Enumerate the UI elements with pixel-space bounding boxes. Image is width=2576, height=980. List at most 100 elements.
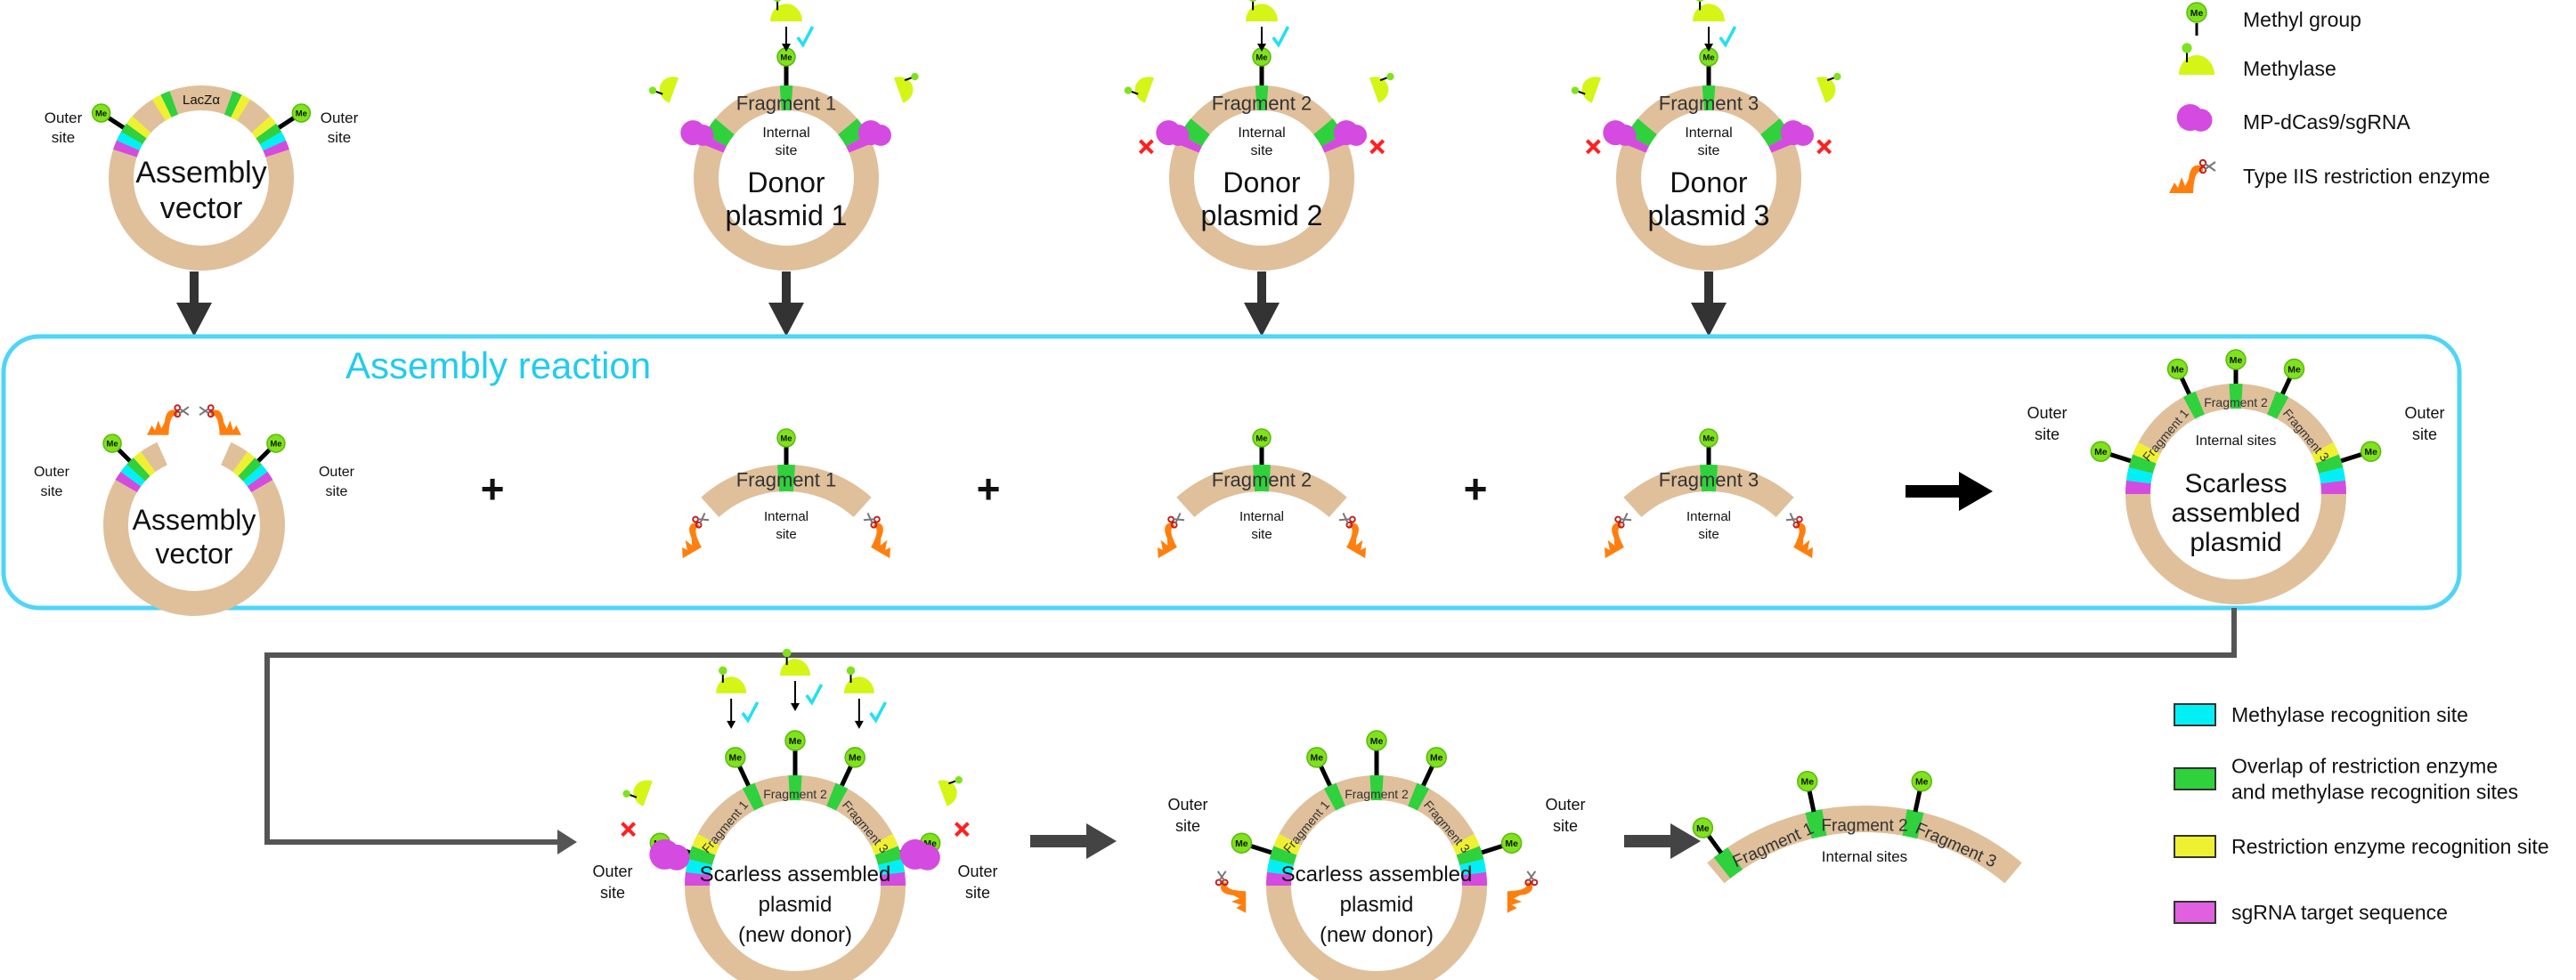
methyl-label: Me xyxy=(789,737,802,747)
dcas9-lobe xyxy=(1614,125,1637,146)
scissors-ring xyxy=(174,404,182,412)
legend-label: MP-dCas9/sgRNA xyxy=(2243,110,2411,134)
checkmark-icon xyxy=(796,26,815,48)
type-iis-enzyme-icon xyxy=(1507,871,1539,913)
methylase-icon xyxy=(1246,0,1278,21)
methyl-label: Me xyxy=(780,53,792,63)
methylase-icon xyxy=(622,780,653,806)
methyl-label: Me xyxy=(1370,737,1384,747)
site-band xyxy=(1266,871,1292,887)
methyl-label: Me xyxy=(270,440,281,450)
methyl-label: Me xyxy=(1255,434,1267,444)
x-stroke xyxy=(1138,139,1154,155)
methylase-body xyxy=(716,676,747,693)
methylase-body xyxy=(1816,77,1836,103)
site-band xyxy=(704,118,735,147)
methylase-body xyxy=(770,4,802,21)
outer-site-label: Outer xyxy=(1167,796,1207,814)
methyl-circle xyxy=(1231,832,1253,854)
scissors-icon xyxy=(1338,512,1356,529)
site-band xyxy=(232,451,256,477)
internal-site-label: site xyxy=(776,527,796,542)
methyl-stick xyxy=(115,446,132,463)
site-band xyxy=(2125,480,2151,495)
plasmid-title: vector xyxy=(160,191,243,225)
site-band xyxy=(247,472,273,493)
scissors-ring xyxy=(207,404,215,412)
methylase-body xyxy=(1134,77,1155,103)
site-band xyxy=(1408,782,1430,811)
legend-swatch xyxy=(2174,901,2216,924)
legend-swatch xyxy=(2174,835,2216,858)
scissors-ring xyxy=(1221,879,1229,887)
methylase-me xyxy=(1124,86,1133,94)
reaction-title: Assembly reaction xyxy=(345,344,651,386)
site-band xyxy=(116,132,143,151)
methyl-group-icon: Me xyxy=(784,730,806,751)
fragment-label: Fragment 2 xyxy=(1212,93,1312,115)
site-band xyxy=(238,458,262,482)
methyl-stick xyxy=(1421,763,1435,787)
dcas9-lobe xyxy=(663,844,690,871)
methylase-body xyxy=(659,77,679,103)
site-band xyxy=(1180,118,1211,147)
site-band xyxy=(1622,134,1649,153)
dcas9-lobe xyxy=(1167,125,1190,146)
scissors-ring xyxy=(1167,515,1174,523)
site-band xyxy=(1713,847,1743,879)
site-band xyxy=(687,846,716,865)
outer-site-label: site xyxy=(326,484,348,499)
blocked-x-icon xyxy=(1138,139,1154,155)
methylase-icon xyxy=(1369,72,1394,103)
methyl-stick xyxy=(1248,843,1272,855)
methylase-icon xyxy=(780,648,810,676)
site-band xyxy=(1269,846,1297,865)
internal-site-label: site xyxy=(1698,143,1720,158)
dcas9-sgrna-icon xyxy=(1780,120,1814,146)
scissors-blade xyxy=(2205,161,2216,170)
methyl-label: Me xyxy=(1505,839,1518,849)
site-band xyxy=(1451,833,1480,855)
methylase-body xyxy=(1693,4,1725,21)
methyl-stick xyxy=(2280,375,2293,395)
type-iis-enzyme-icon xyxy=(1785,512,1813,559)
dcas9-lobe xyxy=(2190,109,2213,132)
methyl-group-icon: Me xyxy=(1699,428,1719,448)
methyl-circle xyxy=(1500,832,1523,854)
legend-swatch xyxy=(2174,703,2216,726)
fragment-label: Fragment 2 xyxy=(1821,817,1907,836)
methyl-circle xyxy=(844,747,865,768)
site-band xyxy=(2125,467,2153,484)
site-band xyxy=(2320,480,2346,495)
methyl-stick xyxy=(1705,832,1723,854)
legend-label: Methylase xyxy=(2243,57,2336,80)
plasmid-title: Donor xyxy=(747,166,825,198)
methylase-icon xyxy=(770,0,802,21)
arrow-head xyxy=(1086,823,1117,859)
methyl-label: Me xyxy=(1801,778,1815,788)
internal-site-label: site xyxy=(1251,527,1272,542)
outer-site-label: site xyxy=(965,884,990,902)
scissors-blade xyxy=(1338,518,1351,522)
methylase-body xyxy=(1581,77,1602,103)
methyl-group-icon: Me xyxy=(2283,358,2305,380)
blocked-x-icon xyxy=(1369,139,1386,155)
methylase-me xyxy=(1571,86,1580,94)
flow-connector xyxy=(264,608,2237,845)
methyl-label: Me xyxy=(2171,365,2184,375)
legend-label: Methylase recognition site xyxy=(2231,703,2468,726)
type-iis-enzyme-icon xyxy=(1158,512,1185,559)
fragment-label: Fragment 2 xyxy=(1345,787,1409,801)
down-arrow xyxy=(176,271,212,336)
methyl-label: Me xyxy=(1235,839,1248,849)
outer-site-label: site xyxy=(600,884,625,902)
site-band xyxy=(160,91,179,117)
methyl-group-icon: Me xyxy=(2166,358,2189,380)
methyl-circle xyxy=(725,747,746,768)
legend-label: sgRNA target sequence xyxy=(2231,901,2448,924)
methylase-icon xyxy=(648,77,679,103)
methyl-label: Me xyxy=(849,754,862,764)
